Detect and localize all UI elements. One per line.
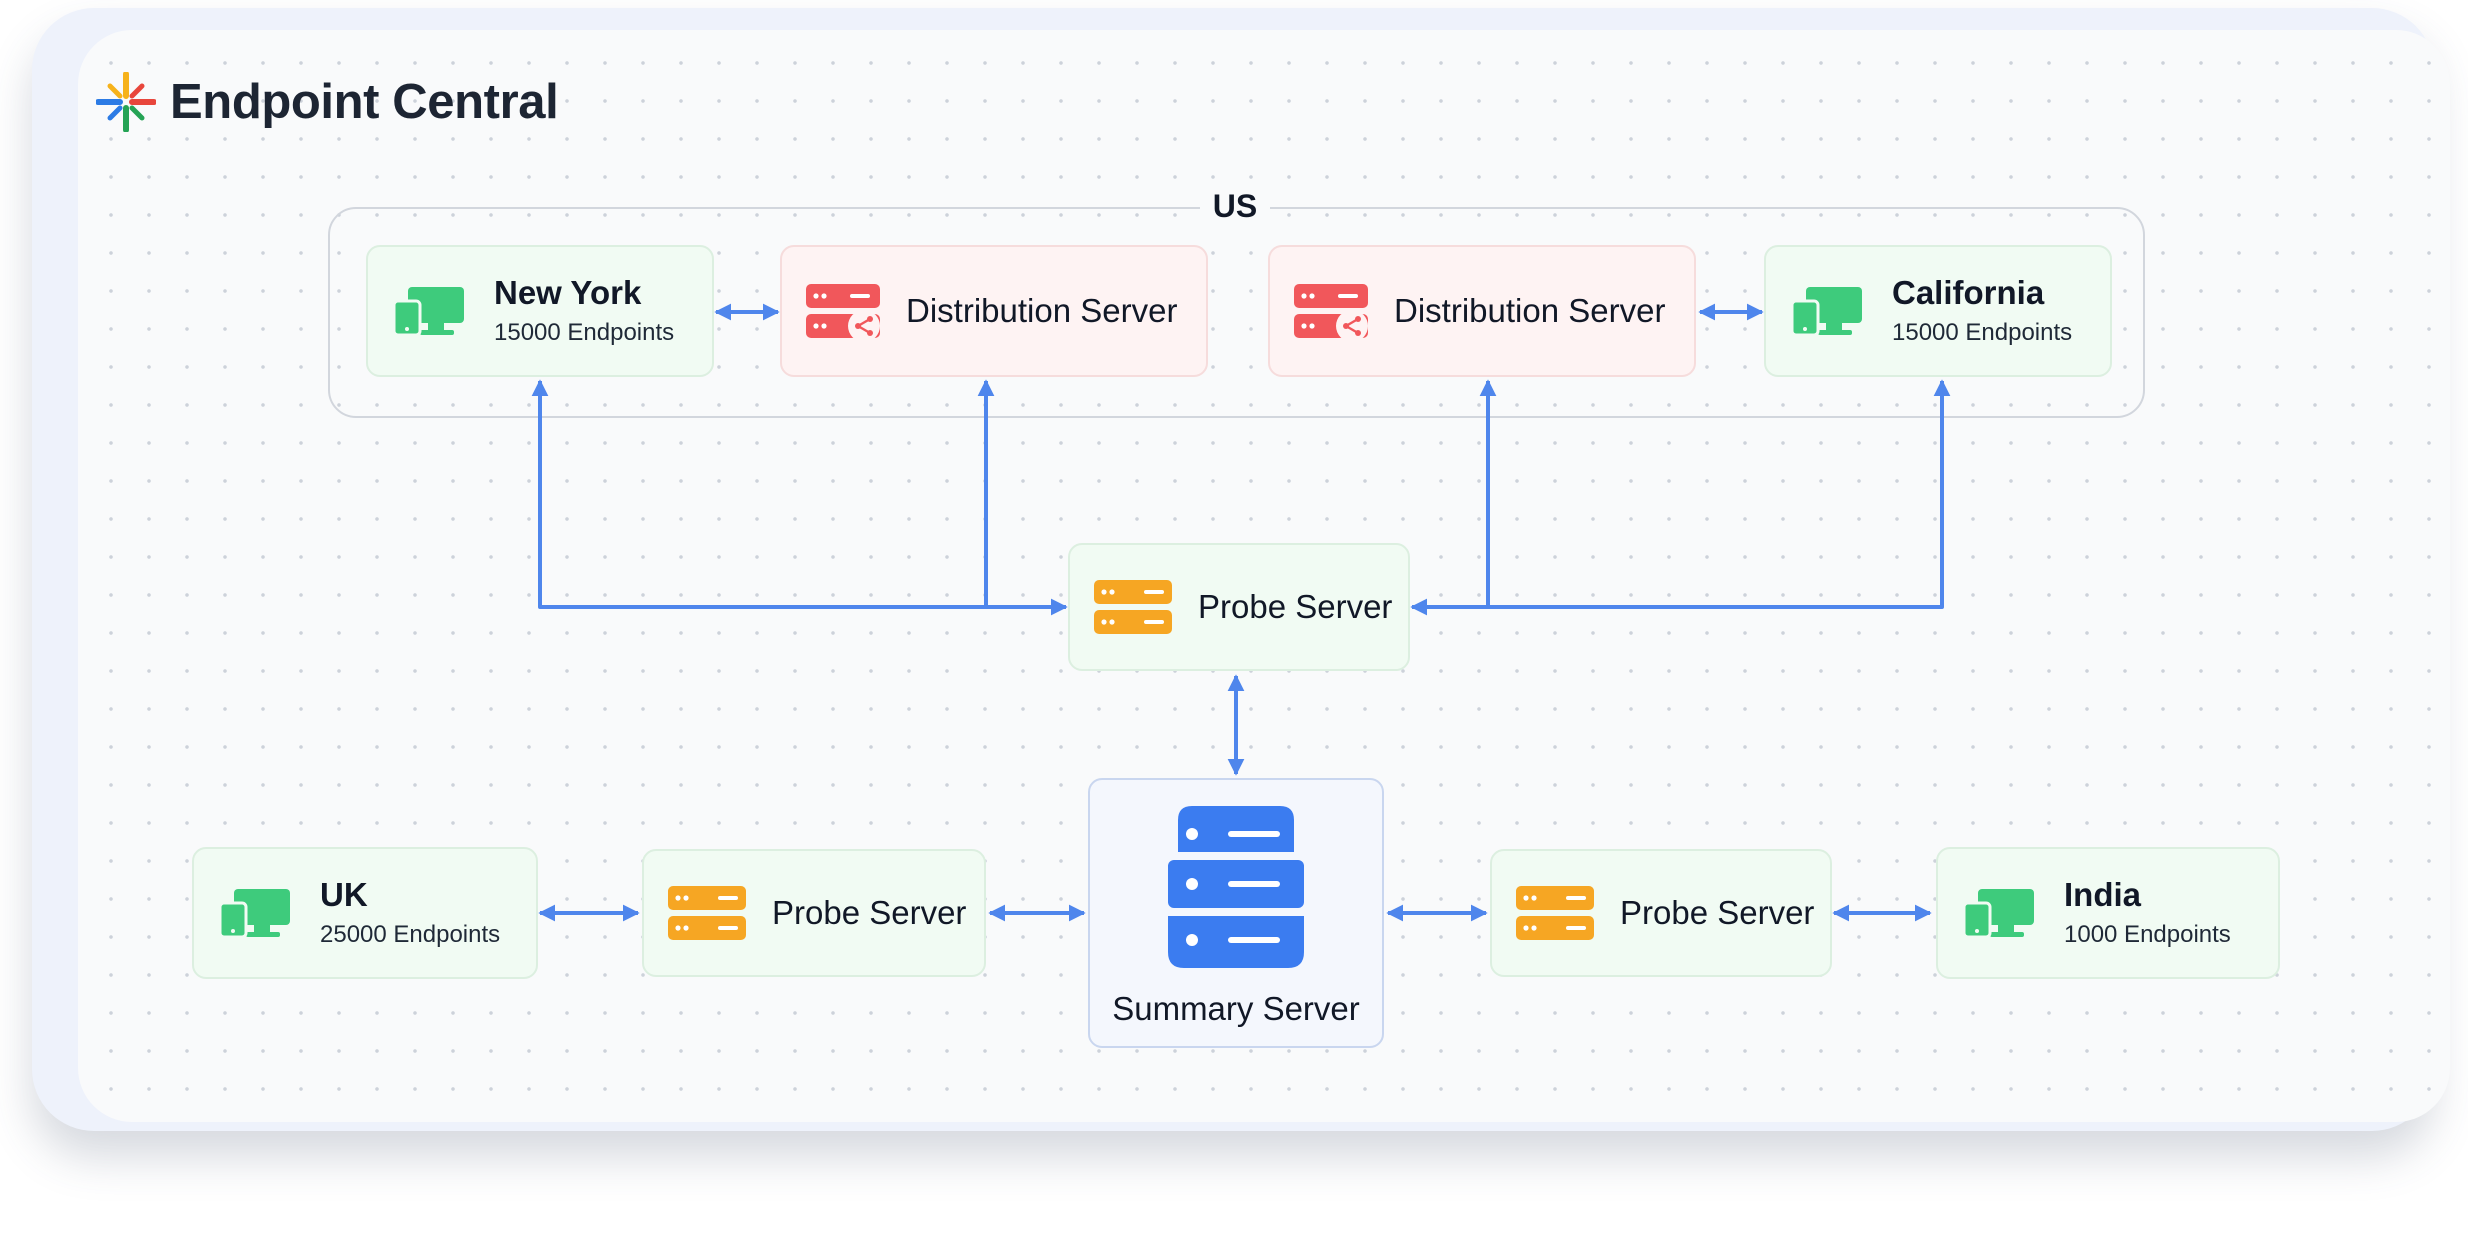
devices-icon: [1964, 889, 2034, 939]
probe-server-top-node: Probe Server: [1068, 543, 1410, 671]
node-title: New York: [494, 274, 642, 311]
california-node: California 15000 Endpoints: [1764, 245, 2112, 377]
summary-server-icon: [1168, 806, 1304, 968]
distribution-server-left-node: Distribution Server: [780, 245, 1208, 377]
probe-server-icon: [668, 886, 746, 940]
devices-icon: [394, 287, 464, 337]
probe-server-right-node: Probe Server: [1490, 849, 1832, 977]
node-label: Probe Server: [1620, 894, 1815, 931]
node-endpoint-count: 25000 Endpoints: [320, 921, 501, 948]
probe-server-icon: [1094, 580, 1172, 634]
endpoint-central-logo-icon: [96, 72, 156, 132]
brand-header: Endpoint Central: [96, 72, 559, 132]
distribution-server-icon: [806, 284, 880, 340]
node-title: California: [1892, 274, 2045, 311]
uk-node: UK 25000 Endpoints: [192, 847, 538, 979]
probe-server-icon: [1516, 886, 1594, 940]
new-york-node: New York 15000 Endpoints: [366, 245, 714, 377]
distribution-server-icon: [1294, 284, 1368, 340]
probe-server-left-node: Probe Server: [642, 849, 986, 977]
node-endpoint-count: 1000 Endpoints: [2064, 921, 2231, 948]
node-title: UK: [320, 876, 368, 913]
node-title: India: [2064, 876, 2142, 913]
distribution-server-right-node: Distribution Server: [1268, 245, 1696, 377]
node-label: Distribution Server: [1394, 292, 1666, 329]
node-label: Summary Server: [1112, 990, 1360, 1027]
india-node: India 1000 Endpoints: [1936, 847, 2280, 979]
us-region-label: US: [1200, 184, 1270, 228]
summary-server-node: Summary Server: [1088, 778, 1384, 1048]
node-label: Distribution Server: [906, 292, 1178, 329]
node-endpoint-count: 15000 Endpoints: [494, 319, 675, 346]
devices-icon: [220, 889, 290, 939]
node-label: Probe Server: [1198, 588, 1393, 625]
devices-icon: [1792, 287, 1862, 337]
node-endpoint-count: 15000 Endpoints: [1892, 319, 2073, 346]
brand-name: Endpoint Central: [170, 75, 559, 129]
node-label: Probe Server: [772, 894, 967, 931]
